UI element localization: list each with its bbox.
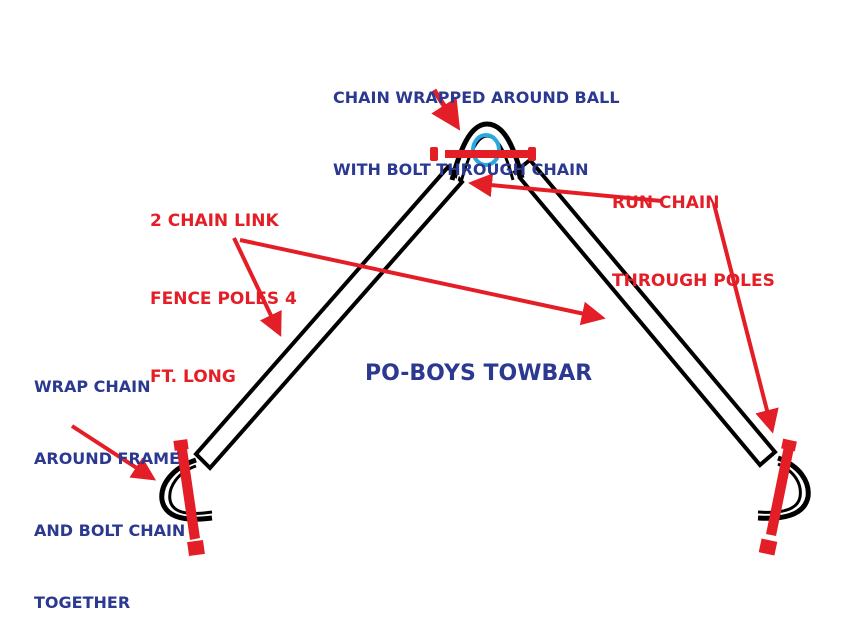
annotation-frame-line4: TOGETHER <box>34 593 131 612</box>
right-pole <box>512 157 778 468</box>
annotation-run-chain-line1: RUN CHAIN <box>612 193 720 213</box>
annotation-poles-line3: FT. LONG <box>150 367 236 387</box>
annotation-frame-line2: AROUND FRAME <box>34 449 181 468</box>
arrow-ball <box>431 88 461 131</box>
bolt-left <box>173 439 205 557</box>
diagram-title: PO-BOYS TOWBAR <box>365 361 593 386</box>
annotation-ball-line2: WITH BOLT THROUGH CHAIN <box>333 160 589 179</box>
arrow-left-frame <box>70 424 157 481</box>
arrow-run-chain <box>468 173 663 203</box>
annotation-poles: 2 CHAIN LINK FENCE POLES 4 FT. LONG <box>150 156 297 416</box>
annotation-frame-line1: WRAP CHAIN <box>34 377 151 396</box>
arrow-left-pole <box>232 237 282 337</box>
annotation-run-chain: RUN CHAIN THROUGH POLES <box>612 138 775 320</box>
annotation-frame-line3: AND BOLT CHAIN <box>34 521 186 540</box>
annotation-frame: WRAP CHAIN AROUND FRAME AND BOLT CHAIN T… <box>34 327 185 639</box>
annotation-run-chain-line2: THROUGH POLES <box>612 271 775 291</box>
bolt-top <box>430 147 536 161</box>
annotation-ball-line1: CHAIN WRAPPED AROUND BALL <box>333 88 620 107</box>
arrow-right-pole <box>239 238 606 326</box>
annotation-poles-line2: FENCE POLES 4 <box>150 289 297 309</box>
towbar-diagram <box>70 88 811 557</box>
bolt-right <box>758 438 797 556</box>
arrow-right-frame <box>712 203 779 434</box>
annotation-poles-line1: 2 CHAIN LINK <box>150 211 279 231</box>
annotation-ball: CHAIN WRAPPED AROUND BALL WITH BOLT THRO… <box>333 38 620 206</box>
